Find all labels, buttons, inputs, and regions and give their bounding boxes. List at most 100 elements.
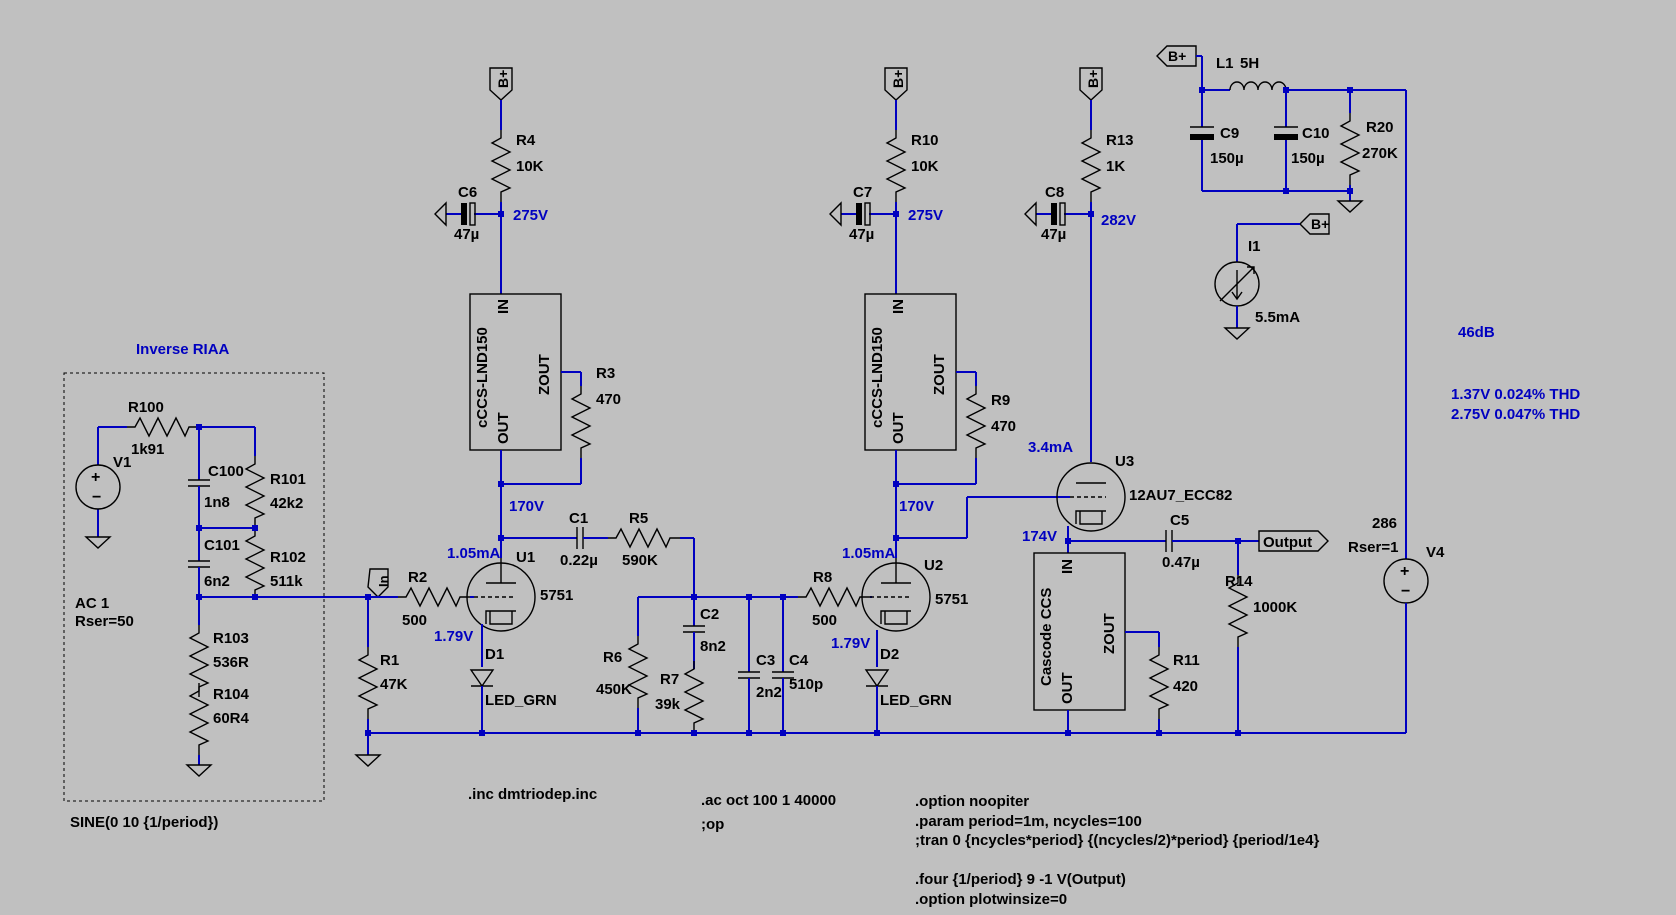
d2-led[interactable]: [864, 669, 890, 688]
i1-current-source[interactable]: [1214, 261, 1260, 307]
gain-label: 46dB: [1458, 324, 1495, 341]
r9-value: 470: [991, 418, 1016, 435]
r10-resistor[interactable]: [886, 129, 906, 203]
directive-tran[interactable]: ;tran 0 {ncycles*period} {(ncycles/2)*pe…: [915, 832, 1319, 849]
r7-resistor[interactable]: [684, 660, 704, 734]
r101-ref: R101: [270, 471, 306, 488]
output-net-label[interactable]: Output: [1258, 530, 1329, 552]
r8-resistor[interactable]: [797, 587, 871, 607]
r100-resistor[interactable]: [126, 417, 200, 437]
directive-param[interactable]: .param period=1m, ncycles=100: [915, 813, 1142, 830]
d2-value: LED_GRN: [880, 692, 952, 709]
r3-value: 470: [596, 391, 621, 408]
directive-op[interactable]: ;op: [701, 816, 724, 833]
stage2-current: 1.05mA: [842, 545, 896, 562]
r5-value: 590K: [622, 552, 658, 569]
directive-inc[interactable]: .inc dmtriodep.inc: [468, 786, 597, 803]
d1-led[interactable]: [469, 669, 495, 688]
stage1-bplus[interactable]: B+: [489, 67, 513, 101]
c7-capacitor[interactable]: [856, 202, 871, 226]
c5-capacitor[interactable]: [1165, 530, 1173, 552]
directive-option-noopiter[interactable]: .option noopiter: [915, 793, 1029, 810]
c1-ref: C1: [569, 510, 588, 527]
l1-inductor[interactable]: [1229, 81, 1287, 91]
in-net-label[interactable]: In: [367, 568, 391, 598]
c7-ref: C7: [853, 184, 872, 201]
r4-resistor[interactable]: [491, 129, 511, 203]
svg-text:Output: Output: [1263, 534, 1312, 551]
spice-directives: .inc dmtriodep.inc .ac oct 100 1 40000 ;…: [468, 786, 1319, 908]
r13-resistor[interactable]: [1081, 129, 1101, 203]
r2-resistor[interactable]: [397, 587, 471, 607]
v4-ref: V4: [1426, 544, 1445, 561]
r101-resistor[interactable]: [245, 455, 265, 529]
v1-sine-directive: SINE(0 10 {1/period}): [70, 814, 218, 831]
r4-value: 10K: [516, 158, 544, 175]
r102-resistor[interactable]: [245, 527, 265, 601]
supply-bplus-label[interactable]: B+: [1156, 45, 1197, 67]
c3-capacitor[interactable]: [738, 671, 760, 679]
c9-capacitor[interactable]: [1190, 126, 1214, 140]
r3-resistor[interactable]: [571, 385, 591, 459]
r5-resistor[interactable]: [607, 528, 681, 548]
stage3-bplus[interactable]: B+: [1079, 67, 1103, 101]
inverse-riaa-block: Inverse RIAA + − V1 AC 1 Rser=50 SINE(0 …: [63, 341, 368, 831]
stage2-ccs-pin-zout: ZOUT: [931, 354, 948, 395]
svg-text:B+: B+: [890, 70, 906, 88]
r1-resistor[interactable]: [358, 646, 378, 720]
r9-ref: R9: [991, 392, 1010, 409]
c6-capacitor[interactable]: [461, 202, 476, 226]
u1-ref: U1: [516, 549, 535, 566]
r20-resistor[interactable]: [1340, 112, 1360, 186]
r9-resistor[interactable]: [966, 385, 986, 459]
c101-capacitor[interactable]: [188, 560, 210, 568]
svg-text:In: In: [376, 575, 391, 587]
v1-ref: V1: [113, 454, 131, 471]
c2-capacitor[interactable]: [683, 625, 705, 633]
svg-text:+: +: [91, 469, 100, 486]
stage1-supply-voltage: 275V: [513, 207, 548, 224]
svg-text:+: +: [1400, 563, 1409, 580]
stage3-ccs-pin-in: IN: [1059, 559, 1076, 574]
stage2-bplus[interactable]: B+: [884, 67, 908, 101]
r102-ref: R102: [270, 549, 306, 566]
d1-ref: D1: [485, 646, 504, 663]
u2-value: 5751: [935, 591, 968, 608]
v1-source[interactable]: + − V1 AC 1 Rser=50: [75, 427, 134, 630]
u3-ref: U3: [1115, 453, 1134, 470]
directive-ac[interactable]: .ac oct 100 1 40000: [701, 792, 836, 809]
r4-ref: R4: [516, 132, 536, 149]
u2-ref: U2: [924, 557, 943, 574]
r11-resistor[interactable]: [1149, 646, 1169, 720]
r104-value: 60R4: [213, 710, 250, 727]
input-section: In R2 500 R1 47K: [354, 568, 474, 767]
r20-ref: R20: [1366, 119, 1394, 136]
stage1-plate-voltage: 170V: [509, 498, 544, 515]
c100-capacitor[interactable]: [188, 479, 210, 487]
l1-ref: L1: [1216, 55, 1234, 72]
c1-capacitor[interactable]: [576, 527, 584, 549]
r13-ref: R13: [1106, 132, 1134, 149]
u1-triode[interactable]: [466, 558, 536, 632]
r100-ref: R100: [128, 399, 164, 416]
stage3-ccs-pin-out: OUT: [1059, 672, 1076, 704]
u2-triode[interactable]: [861, 558, 931, 632]
stage3-ccs-pin-zout: ZOUT: [1101, 613, 1118, 654]
d2-ref: D2: [880, 646, 899, 663]
c10-capacitor[interactable]: [1274, 126, 1298, 140]
directive-plotwinsize[interactable]: .option plotwinsize=0: [915, 891, 1067, 908]
directive-four[interactable]: .four {1/period} 9 -1 V(Output): [915, 871, 1126, 888]
v4-source[interactable]: + −: [1383, 558, 1429, 604]
supply-bplus-label-2[interactable]: B+: [1299, 213, 1330, 235]
stage1-ccs-name: cCCS-LND150: [474, 327, 491, 428]
v1-rser: Rser=50: [75, 613, 134, 630]
u3-triode[interactable]: [1056, 462, 1126, 532]
stage3-ccs-name: Cascode CCS: [1038, 588, 1055, 686]
stage1-current: 1.05mA: [447, 545, 501, 562]
c8-capacitor[interactable]: [1051, 202, 1066, 226]
r3-ref: R3: [596, 365, 615, 382]
c3-ref: C3: [756, 652, 775, 669]
d1-value: LED_GRN: [485, 692, 557, 709]
r8-ref: R8: [813, 569, 832, 586]
